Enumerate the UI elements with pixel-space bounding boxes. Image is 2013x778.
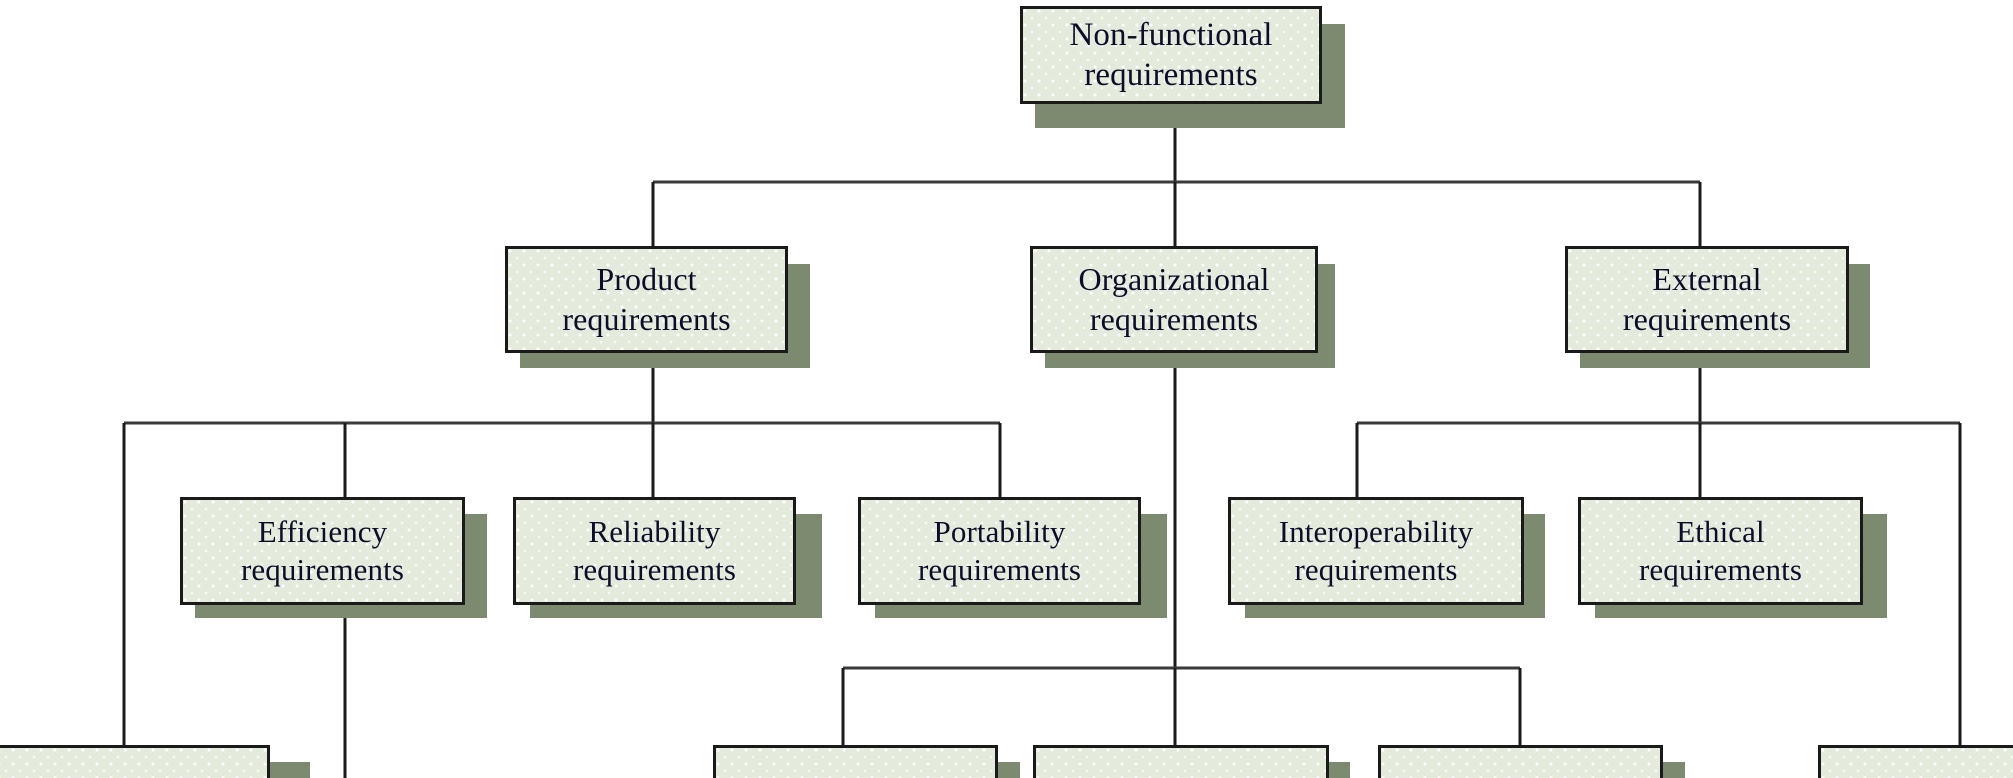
node-non-functional-requirements[interactable]: Non-functional requirements: [1020, 6, 1322, 104]
node-interoperability-requirements[interactable]: Interoperability requirements: [1228, 497, 1524, 605]
node-label: Organizational requirements: [1078, 261, 1270, 337]
node-delivery[interactable]: Delivery: [713, 745, 998, 778]
node-usability[interactable]: Usability: [0, 745, 270, 778]
node-label: Ethical requirements: [1638, 514, 1803, 587]
node-label: Product requirements: [562, 261, 731, 337]
node-ethical-requirements[interactable]: Ethical requirements: [1578, 497, 1863, 605]
node-label: Non-functional requirements: [1069, 16, 1273, 93]
node-efficiency-requirements[interactable]: Efficiency requirements: [180, 497, 465, 605]
node-legislative[interactable]: Legislative: [1818, 745, 2013, 778]
node-implementation[interactable]: Implementation: [1033, 745, 1329, 778]
node-label: Usability: [0, 775, 267, 778]
node-standards[interactable]: Standards: [1378, 745, 1663, 778]
node-label: Reliability requirements: [572, 514, 737, 587]
node-label: Portability requirements: [917, 514, 1082, 587]
node-label: Standards: [1381, 775, 1660, 778]
node-label: External requirements: [1622, 261, 1792, 337]
node-product-requirements[interactable]: Product requirements: [505, 246, 788, 353]
node-label: Legislative: [1821, 775, 2013, 778]
node-external-requirements[interactable]: External requirements: [1565, 246, 1849, 353]
node-reliability-requirements[interactable]: Reliability requirements: [513, 497, 796, 605]
node-label: Efficiency requirements: [240, 514, 405, 587]
node-portability-requirements[interactable]: Portability requirements: [858, 497, 1141, 605]
node-label: Delivery: [716, 775, 995, 778]
node-label: Interoperability requirements: [1278, 514, 1474, 587]
node-label: Implementation: [1036, 775, 1326, 778]
node-organizational-requirements[interactable]: Organizational requirements: [1030, 246, 1318, 353]
